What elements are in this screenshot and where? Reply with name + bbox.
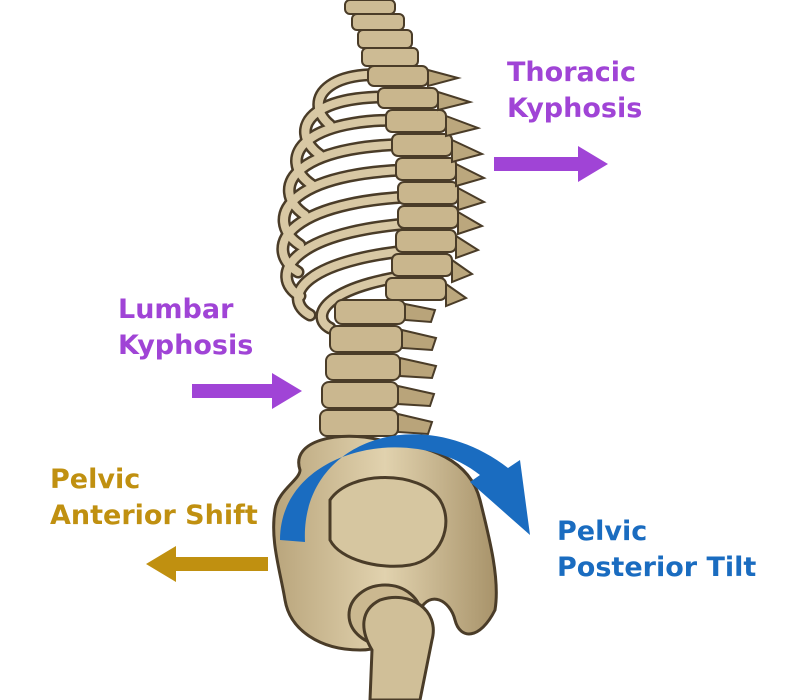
lumbar-kyphosis-line2: Kyphosis	[118, 330, 254, 361]
spinous-processes	[427, 68, 487, 308]
lumbar-arrow-right-icon	[192, 373, 302, 409]
thoracic-kyphosis-line2: Kyphosis	[507, 93, 643, 124]
pelvic-anterior-shift-line1: Pelvic	[50, 464, 141, 495]
pelvic-anterior-shift-label: Pelvic Anterior Shift	[50, 462, 258, 534]
lumbar-processes	[397, 302, 438, 436]
pelvic-tilt-curved-arrow-icon	[280, 434, 530, 542]
lumbar-kyphosis-label: Lumbar Kyphosis	[118, 292, 253, 364]
lumbar-vertebrae	[319, 299, 406, 437]
thoracic-arrow-right-icon	[494, 146, 608, 182]
cervical-vertebrae	[344, 0, 419, 67]
pelvic-posterior-tilt-line2: Posterior Tilt	[557, 552, 757, 583]
lumbar-kyphosis-line1: Lumbar	[118, 294, 234, 325]
pelvic-posterior-tilt-label: Pelvic Posterior Tilt	[557, 514, 756, 586]
pelvic-shift-arrow-left-icon	[146, 546, 268, 582]
pelvic-posterior-tilt-line1: Pelvic	[557, 516, 648, 547]
femur	[362, 595, 435, 700]
thoracic-kyphosis-line1: Thoracic	[507, 57, 636, 88]
pelvic-anterior-shift-line2: Anterior Shift	[50, 500, 258, 531]
thoracic-kyphosis-label: Thoracic Kyphosis	[507, 55, 642, 127]
